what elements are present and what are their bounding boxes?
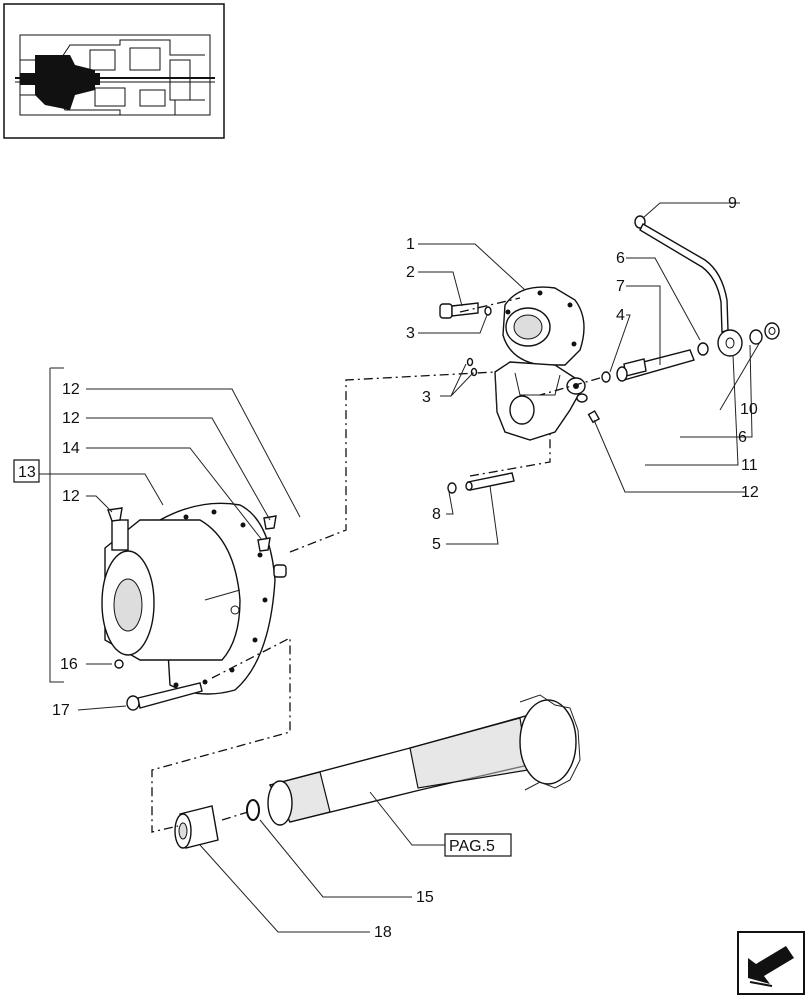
pin-part-5	[447, 472, 515, 494]
callout-16: 16	[60, 656, 78, 673]
callout-12: 12	[62, 488, 80, 505]
callout-1: 1	[406, 236, 415, 253]
next-page-arrow-icon[interactable]	[737, 931, 805, 995]
callout-2: 2	[406, 264, 415, 281]
callout-12: 12	[741, 484, 759, 501]
transmission-thumbnail-icon[interactable]	[3, 3, 225, 139]
callout-14: 14	[62, 440, 80, 457]
callout-12: 12	[62, 381, 80, 398]
callout-15: 15	[416, 889, 434, 906]
ball-part-16	[114, 659, 124, 669]
callout-12: 12	[62, 410, 80, 427]
screw-part-12	[587, 410, 601, 424]
callout-4: 4	[616, 307, 625, 324]
bolt-part-2	[439, 302, 479, 319]
callout-6: 6	[616, 250, 625, 267]
callout-8: 8	[432, 506, 441, 523]
bolt-part-17	[126, 682, 203, 711]
bushing-part-18	[174, 805, 219, 849]
callout-11: 11	[741, 457, 758, 474]
washer-part-3	[466, 306, 492, 377]
callout-3: 3	[406, 325, 415, 342]
bracket-housing	[494, 361, 588, 441]
callout-6: 6	[738, 429, 747, 446]
lever-part-9	[634, 215, 743, 357]
callout-13-box	[13, 459, 40, 483]
callout-17: 17	[52, 702, 70, 719]
callout-10: 10	[740, 401, 758, 418]
callout-13: 13	[18, 464, 36, 481]
callout-7: 7	[616, 278, 625, 295]
housing-part-13	[101, 502, 276, 695]
leader-lines	[38, 202, 761, 933]
washer-part-10	[749, 322, 780, 345]
assembly-lines	[151, 297, 601, 833]
flange-part-1	[502, 286, 585, 366]
page-reference-box[interactable]	[444, 833, 512, 857]
callout-3: 3	[422, 389, 431, 406]
snap-ring-part-15	[246, 799, 260, 821]
shaft-part-7	[601, 342, 709, 383]
callout-18: 18	[374, 924, 392, 941]
callout-9: 9	[728, 195, 737, 212]
callout-5: 5	[432, 536, 441, 553]
page-reference: PAG.5	[449, 838, 495, 855]
splined-shaft	[267, 694, 581, 826]
